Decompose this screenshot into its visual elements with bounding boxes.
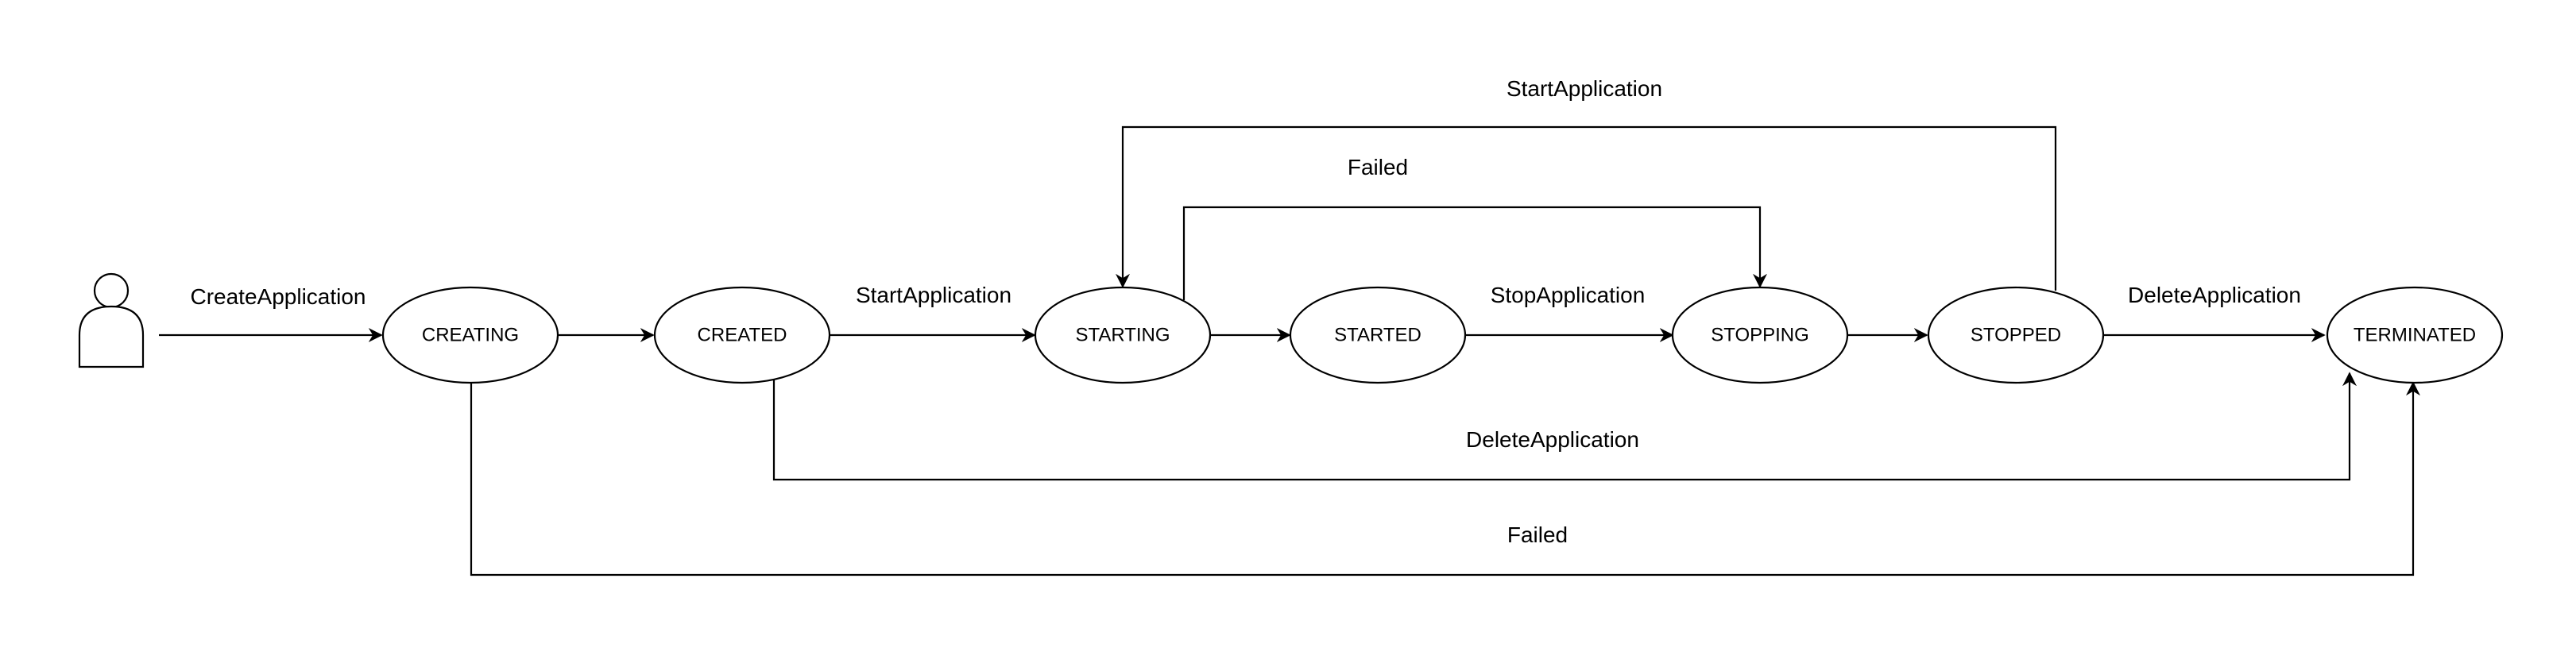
edge-label-delete-application-created: DeleteApplication [1466,427,1639,452]
state-creating-label: CREATING [422,325,519,346]
state-stopping-label: STOPPING [1711,325,1809,346]
edge-label-create-application: CreateApplication [190,284,366,309]
state-terminated-label: TERMINATED [2354,325,2476,346]
state-starting: STARTING [1034,286,1212,384]
edge-label-delete-application-stopped: DeleteApplication [2128,283,2301,307]
edge-label-failed-starting: Failed [1348,155,1408,179]
edge-label-failed-creating: Failed [1507,522,1568,547]
edge-created-to-terminated [772,372,2357,481]
edge-stopped-to-starting [1116,125,2057,291]
edge-label-start-application-created: StartApplication [856,283,1011,307]
state-started-label: STARTED [1334,325,1421,346]
state-stopping: STOPPING [1671,286,1849,384]
state-created: CREATED [653,286,831,384]
state-created-label: CREATED [698,325,787,346]
edge-creating-to-terminated [470,381,2420,576]
state-terminated: TERMINATED [2326,286,2504,384]
state-creating: CREATING [381,286,559,384]
edge-label-stop-application: StopApplication [1491,283,1646,307]
user-icon [78,272,145,368]
edge-starting-to-stopping [1182,206,1767,300]
edge-label-start-application-stopped: StartApplication [1507,76,1662,101]
state-starting-label: STARTING [1075,325,1170,346]
state-stopped: STOPPED [1927,286,2105,384]
state-started: STARTED [1289,286,1467,384]
state-stopped-label: STOPPED [1971,325,2061,346]
